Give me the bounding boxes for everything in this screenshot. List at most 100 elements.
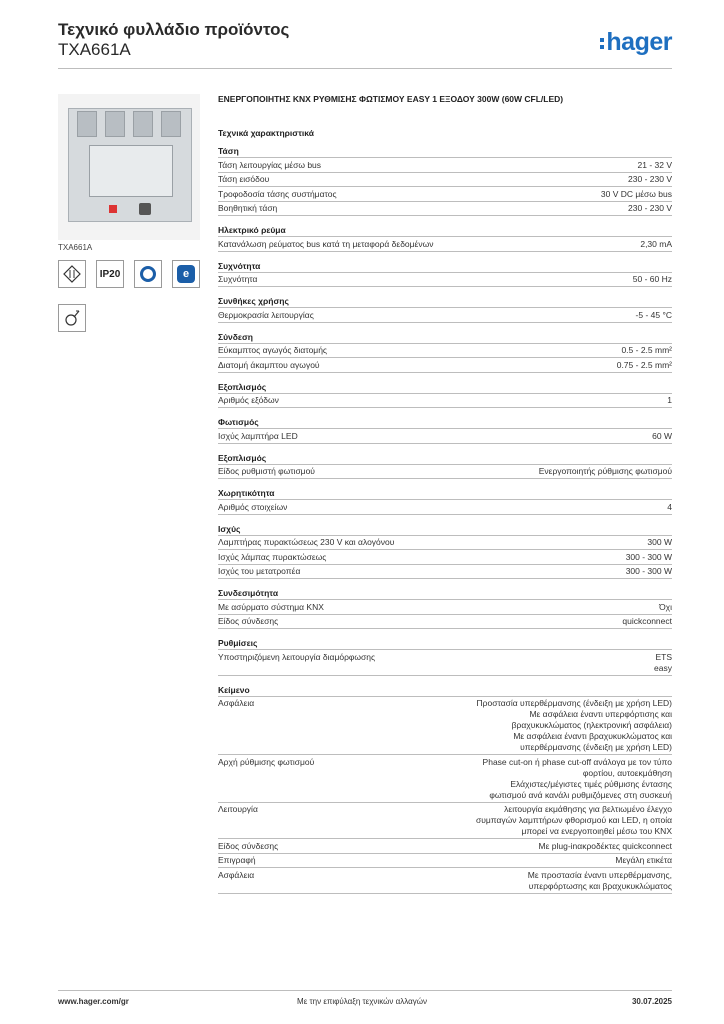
footer-url[interactable]: www.hager.com/gr	[58, 997, 129, 1006]
footer-date: 30.07.2025	[631, 997, 672, 1006]
spec-value: λειτουργία εκμάθησης για βελτιωμένο έλεγ…	[475, 804, 672, 836]
lamp-dimmer-icon	[58, 304, 86, 332]
spec-group-title: Σύνδεση	[218, 332, 672, 344]
product-image	[58, 94, 200, 240]
spec-label: Ισχύς του μετατροπέα	[218, 566, 301, 576]
image-caption: TXA661A	[58, 243, 93, 252]
spec-group-title: Συχνότητα	[218, 261, 672, 273]
spec-row: Είδος σύνδεσης Με plug-inακροδέκτες quick…	[218, 839, 672, 854]
spec-value: 300 - 300 W	[625, 551, 672, 562]
spec-value: Προστασία υπερθέρμανσης (ένδειξη με χρήσ…	[476, 698, 672, 752]
spec-label: Τάση λειτουργίας μέσω bus	[218, 159, 322, 170]
spec-value: quickconnect	[622, 616, 672, 626]
product-code: TXA661A	[58, 40, 131, 59]
header-divider	[58, 68, 672, 69]
spec-value: 0.75 - 2.5 mm²	[616, 359, 672, 370]
spec-value: ETS easy	[654, 651, 672, 673]
spec-row: Βοηθητική τάση 230 - 230 V	[218, 202, 672, 216]
spec-group-title: Ηλεκτρικό ρεύμα	[218, 225, 672, 237]
spec-label: Κατανάλωση ρεύματος bus κατά τη μεταφορά…	[218, 238, 434, 249]
spec-group-title: Φωτισμός	[218, 417, 672, 429]
quicklink-icon	[134, 260, 162, 288]
spec-value: Ενεργοποιητής ρύθμισης φωτισμού	[538, 466, 672, 476]
spec-label: Με ασύρματο σύστημα KNX	[218, 601, 324, 612]
spec-row: Διατομή άκαμπτου αγωγού 0.75 - 2.5 mm²	[218, 358, 672, 373]
spec-value: 0.5 - 2.5 mm²	[621, 345, 672, 355]
spec-label: Είδος σύνδεσης	[218, 616, 279, 626]
spec-label: Αριθμός εξόδων	[218, 395, 279, 405]
spec-row: Κατανάλωση ρεύματος bus κατά τη μεταφορά…	[218, 237, 672, 252]
spec-value: 4	[667, 501, 672, 512]
logo-text: hager	[606, 28, 672, 56]
spec-label: Ασφάλεια	[218, 869, 255, 880]
spec-row: Είδος σύνδεσης quickconnect	[218, 615, 672, 629]
spec-group-title: Εξοπλισμός	[218, 382, 672, 394]
spec-value: Με προστασία έναντι υπερθέρμανσης, υπερφ…	[527, 869, 672, 891]
document-header: Τεχνικό φυλλάδιο προϊόντος TXA661A	[58, 20, 289, 60]
spec-row: Ασφάλεια Προστασία υπερθέρμανσης (ένδειξη…	[218, 697, 672, 755]
spec-label: Τάση εισόδου	[218, 174, 270, 184]
spec-group-title: Ρυθμίσεις	[218, 638, 672, 650]
logo-colon-icon	[600, 35, 605, 52]
spec-label: Λειτουργία	[218, 804, 258, 814]
spec-label: Ασφάλεια	[218, 698, 255, 708]
spec-value: -5 - 45 °C	[635, 309, 672, 320]
spec-value: Μεγάλη ετικέτα	[615, 855, 672, 865]
spec-value: 230 - 230 V	[628, 174, 672, 184]
spec-label: Λαμπτήρας πυρακτώσεως 230 V και αλογόνου	[218, 537, 395, 547]
spec-row: Αριθμός στοιχείων 4	[218, 500, 672, 515]
hager-logo: hager	[600, 28, 672, 56]
spec-row: Υποστηριζόμενη λειτουργία διαμόρφωσης ETS…	[218, 650, 672, 676]
ce-emc-icon	[58, 260, 86, 288]
spec-value: 230 - 230 V	[628, 203, 672, 213]
product-title: ΕΝΕΡΓΟΠΟΙΗΤΗΣ KNX ΡΥΘΜΙΣΗΣ ΦΩΤΙΣΜΟΥ EASY…	[218, 94, 564, 104]
spec-label: Τροφοδοσία τάσης συστήματος	[218, 188, 337, 199]
spec-label: Βοηθητική τάση	[218, 203, 278, 213]
easy-icon: e	[172, 260, 200, 288]
spec-label: Υποστηριζόμενη λειτουργία διαμόρφωσης	[218, 651, 376, 662]
spec-label: Ισχύς λαμπτήρα LED	[218, 430, 298, 441]
spec-row: Επιγραφή Μεγάλη ετικέτα	[218, 854, 672, 868]
spec-label: Αριθμός στοιχείων	[218, 501, 288, 512]
document-title: Τεχνικό φυλλάδιο προϊόντος	[58, 20, 290, 39]
spec-row: Ισχύς λάμπας πυρακτώσεως 300 - 300 W	[218, 550, 672, 565]
spec-value: 50 - 60 Hz	[632, 274, 672, 284]
spec-label: Ισχύς λάμπας πυρακτώσεως	[218, 551, 327, 562]
spec-label: Επιγραφή	[218, 855, 256, 865]
spec-group-title: Κείμενο	[218, 685, 672, 697]
spec-row: Ασφάλεια Με προστασία έναντι υπερθέρμανση…	[218, 868, 672, 894]
ip20-badge: IP20	[96, 260, 124, 288]
spec-group-title: Τάση	[218, 146, 672, 158]
spec-group-title: Συνθήκες χρήσης	[218, 296, 672, 308]
spec-row: Λειτουργία λειτουργία εκμάθησης για βελτι…	[218, 803, 672, 839]
spec-row: Λαμπτήρας πυρακτώσεως 230 V και αλογόνου…	[218, 536, 672, 550]
spec-value: Με plug-inακροδέκτες quickconnect	[538, 840, 672, 851]
spec-label: Διατομή άκαμπτου αγωγού	[218, 359, 320, 370]
spec-value: 300 W	[647, 537, 672, 547]
section-title: Τεχνικά χαρακτηριστικά	[218, 128, 314, 138]
spec-row: Ισχύς του μετατροπέα 300 - 300 W	[218, 565, 672, 579]
spec-value: 30 V DC μέσω bus	[600, 188, 672, 199]
spec-label: Αρχή ρύθμισης φωτισμού	[218, 756, 315, 767]
spec-row: Είδος ρυθμιστή φωτισμού Ενεργοποιητής ρύθ…	[218, 465, 672, 479]
spec-row: Αριθμός εξόδων 1	[218, 394, 672, 408]
spec-group-title: Εξοπλισμός	[218, 453, 672, 465]
spec-value: 300 - 300 W	[625, 566, 672, 576]
spec-row: Τροφοδοσία τάσης συστήματος 30 V DC μέσω …	[218, 187, 672, 202]
spec-row: Θερμοκρασία λειτουργίας -5 - 45 °C	[218, 308, 672, 323]
spec-value: 2,30 mA	[640, 238, 672, 249]
spec-value: 60 W	[652, 430, 672, 441]
spec-content: ΕΝΕΡΓΟΠΟΙΗΤΗΣ KNX ΡΥΘΜΙΣΗΣ ΦΩΤΙΣΜΟΥ EASY…	[218, 94, 672, 894]
spec-label: Είδος σύνδεσης	[218, 840, 279, 851]
spec-label: Θερμοκρασία λειτουργίας	[218, 309, 314, 320]
spec-value: 1	[667, 395, 672, 405]
spec-label: Είδος ρυθμιστή φωτισμού	[218, 466, 315, 476]
footer-divider	[58, 990, 672, 991]
footer-notice: Με την επιφύλαξη τεχνικών αλλαγών	[297, 997, 427, 1006]
spec-row: Ισχύς λαμπτήρα LED 60 W	[218, 429, 672, 444]
